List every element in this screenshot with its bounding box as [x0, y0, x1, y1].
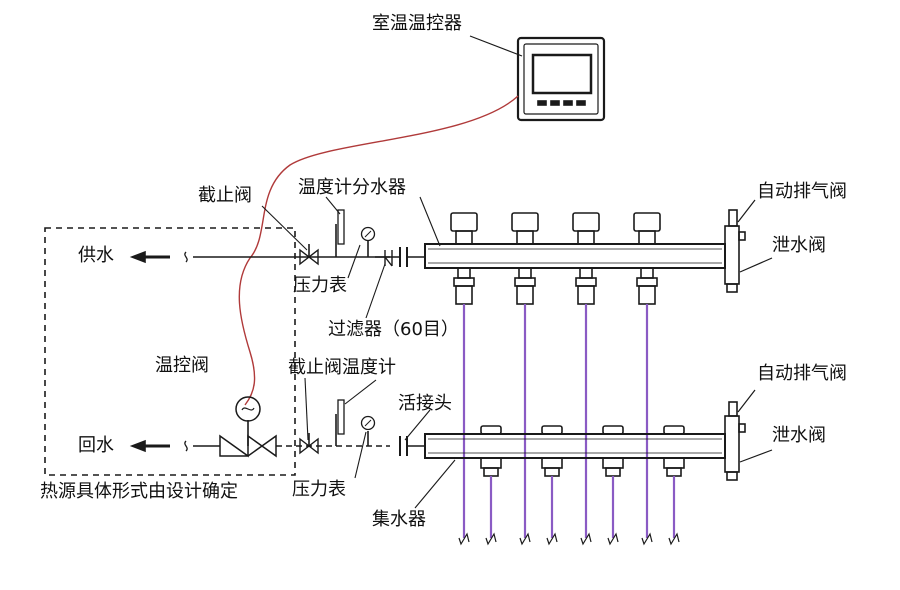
- filter-leader: [365, 263, 386, 319]
- label-drain-valve-bottom: 泄水阀: [772, 425, 826, 446]
- supply-manifold: [424, 243, 726, 269]
- label-filter: 过滤器（60目）: [328, 319, 459, 340]
- thermometer-bottom-body: [337, 399, 345, 435]
- label-auto-vent-bottom: 自动排气阀: [757, 363, 847, 384]
- supply-actuator-2: [511, 212, 539, 305]
- label-auto-vent-top: 自动排气阀: [757, 181, 847, 202]
- return-fitting-2: [541, 425, 563, 477]
- thermometer-bottom-leader: [344, 379, 377, 405]
- drain-bottom-leader: [739, 449, 773, 463]
- supply-actuator-4: [633, 212, 661, 305]
- pressure-gauge-top-leader: [347, 244, 361, 279]
- supply-actuator-3: [572, 212, 600, 305]
- label-pressure-gauge-top: 压力表: [293, 275, 347, 296]
- label-return-manifold: 集水器: [372, 509, 426, 530]
- supply-actuator-1: [450, 212, 478, 305]
- label-union: 活接头: [398, 393, 452, 414]
- stop-valve-top-leader: [261, 205, 308, 251]
- label-room-thermostat: 室温温控器: [372, 13, 462, 34]
- return-fitting-4: [663, 425, 685, 477]
- supply-break: [184, 251, 188, 263]
- label-heat-source-note: 热源具体形式由设计确定: [40, 481, 238, 502]
- thermometer-top-body: [337, 209, 345, 245]
- return-break: [184, 440, 188, 452]
- auto-vent-top-leader: [737, 199, 756, 223]
- auto-vent-bottom-assembly: [724, 401, 746, 481]
- union-leader: [404, 409, 431, 441]
- label-drain-valve-top: 泄水阀: [772, 235, 826, 256]
- temp-control-valve-actuator: [235, 396, 261, 422]
- label-pressure-gauge-bottom: 压力表: [292, 479, 346, 500]
- filter-top-symbol: [375, 250, 400, 267]
- pressure-gauge-bottom-dial: [360, 415, 376, 431]
- label-stop-valve-thermometer-bottom: 截止阀温度计: [288, 357, 396, 378]
- return-manifold-leader: [414, 459, 456, 509]
- return-arrow-head: [129, 439, 146, 453]
- pressure-gauge-top-dial: [360, 226, 376, 242]
- label-temp-control-valve: 温控阀: [155, 355, 209, 376]
- pressure-gauge-bottom-leader: [354, 431, 367, 479]
- label-return-water: 回水: [78, 435, 114, 456]
- control-wire: [238, 95, 519, 406]
- thermostat-leader: [469, 35, 523, 57]
- auto-vent-bottom-leader: [737, 389, 756, 413]
- stop-valve-top-symbol: [299, 248, 319, 266]
- manifold-leader: [419, 196, 441, 247]
- stop-valve-bottom-symbol: [299, 437, 319, 455]
- label-stop-valve-top: 截止阀: [198, 185, 252, 206]
- return-fitting-3: [602, 425, 624, 477]
- stop-valve-bottom-leader: [304, 377, 309, 441]
- room-thermostat: [516, 36, 606, 122]
- heat-source-boundary: [44, 227, 296, 476]
- supply-arrow-head: [129, 250, 146, 264]
- auto-vent-top-assembly: [724, 209, 746, 293]
- label-supply-water: 供水: [78, 245, 114, 266]
- loop-break-marks: [458, 532, 680, 546]
- thermometer-manifold-leader: [325, 196, 341, 215]
- return-manifold: [424, 433, 726, 459]
- drain-top-leader: [739, 257, 773, 273]
- label-thermometer-supply-manifold: 温度计分水器: [298, 177, 406, 198]
- return-fitting-1: [480, 425, 502, 477]
